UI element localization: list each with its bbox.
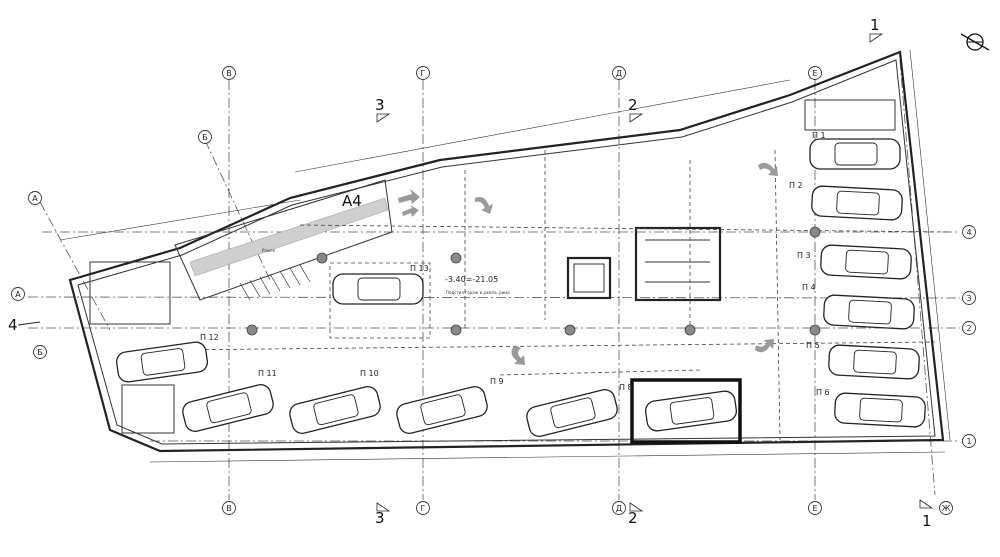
bubble-b-top: Б bbox=[198, 130, 212, 144]
svg-text:4: 4 bbox=[966, 228, 971, 237]
annotations: -3.40=-21.05 Подстил гараж и рампа, рима… bbox=[262, 192, 510, 295]
section-2-top: 2 bbox=[628, 96, 638, 114]
bubble-a-left: А bbox=[11, 287, 25, 301]
bubble-a-top: А bbox=[28, 191, 42, 205]
columns bbox=[246, 226, 821, 336]
elevation-mark: -3.40=-21.05 bbox=[445, 275, 498, 284]
label-p6: П 6 bbox=[816, 388, 830, 397]
car-p13 bbox=[332, 273, 424, 305]
zone-note: Рампа bbox=[262, 248, 275, 253]
car-p2 bbox=[811, 185, 903, 221]
bubble-e-top: Е bbox=[808, 66, 822, 80]
bubble-g-top: Г bbox=[416, 66, 430, 80]
label-p4: П 4 bbox=[802, 283, 816, 292]
label-p9: П 9 bbox=[490, 377, 504, 386]
ramp-steps bbox=[239, 264, 311, 301]
svg-text:Д: Д bbox=[616, 504, 622, 513]
car-p8 bbox=[644, 390, 738, 432]
bubble-1-right: 1 bbox=[962, 434, 976, 448]
bubble-g-bottom: Г bbox=[416, 501, 430, 515]
svg-text:А: А bbox=[32, 194, 38, 203]
north-arrow-icon bbox=[960, 33, 990, 51]
svg-text:2: 2 bbox=[966, 324, 971, 333]
bubble-d-top: Д bbox=[612, 66, 626, 80]
bubble-d-bottom: Д bbox=[612, 501, 626, 515]
car-p11 bbox=[182, 384, 274, 432]
label-p2: П 2 bbox=[789, 181, 803, 190]
svg-text:Е: Е bbox=[812, 69, 817, 78]
dimension-lines bbox=[59, 49, 951, 463]
label-p5: П 5 bbox=[806, 341, 820, 350]
traffic-arrows bbox=[398, 162, 778, 365]
structure-dashed bbox=[169, 149, 951, 441]
label-p11: П 11 bbox=[258, 369, 277, 378]
label-p3: П 3 bbox=[797, 251, 811, 260]
car-p12 bbox=[115, 341, 209, 383]
section-4-left: 4 bbox=[8, 316, 18, 334]
section-1-top: 1 bbox=[870, 16, 880, 34]
section-mark-a4: А4 bbox=[342, 192, 362, 210]
section-3-bottom: 3 bbox=[375, 509, 385, 527]
svg-text:В: В bbox=[226, 504, 232, 513]
bubble-zh-bottom: Ж bbox=[939, 501, 953, 515]
svg-text:Б: Б bbox=[37, 348, 43, 357]
car-p9 bbox=[526, 389, 618, 437]
label-p12: П 12 bbox=[200, 333, 219, 342]
label-p10: П 10 bbox=[360, 369, 379, 378]
car-p5 bbox=[828, 344, 920, 380]
svg-text:Г: Г bbox=[421, 504, 426, 513]
svg-text:В: В bbox=[226, 69, 232, 78]
parked-cars bbox=[115, 138, 926, 444]
bubble-2-right: 2 bbox=[962, 321, 976, 335]
bubble-v-top: В bbox=[222, 66, 236, 80]
svg-text:Д: Д bbox=[616, 69, 622, 78]
bubble-v-bottom: В bbox=[222, 501, 236, 515]
section-1-bottom: 1 bbox=[922, 512, 932, 530]
car-p3 bbox=[820, 244, 912, 280]
section-2-bottom: 2 bbox=[628, 509, 638, 527]
highlighted-space bbox=[630, 378, 742, 444]
car-p4 bbox=[823, 294, 915, 330]
svg-text:Ж: Ж bbox=[942, 504, 951, 513]
car-p10b bbox=[289, 386, 381, 434]
building-walls bbox=[68, 50, 945, 453]
section-3-top: 3 bbox=[375, 96, 385, 114]
label-p1: П 1 bbox=[812, 131, 826, 140]
ramp-note: Подстил гараж и рампа, рима bbox=[446, 290, 510, 295]
parking-space-labels: П 1 П 2 П 3 П 4 П 5 П 6 П 8 П 9 П 10 П 1… bbox=[200, 131, 830, 397]
car-p1 bbox=[809, 138, 901, 170]
svg-text:3: 3 bbox=[966, 294, 971, 303]
section-marks: 1 1 2 2 3 3 4 bbox=[8, 16, 934, 530]
svg-text:1: 1 bbox=[966, 437, 971, 446]
svg-text:Б: Б bbox=[202, 133, 208, 142]
label-p8: П 8 bbox=[619, 383, 633, 392]
bubble-e-bottom: Е bbox=[808, 501, 822, 515]
bubble-b-left: Б bbox=[33, 345, 47, 359]
label-p13: П 13 bbox=[410, 264, 429, 273]
svg-text:Е: Е bbox=[812, 504, 817, 513]
bubble-3-right: 3 bbox=[962, 291, 976, 305]
axis-bubbles: В Г Д Е В Г Д Е Ж Б А А Б 4 3 2 1 bbox=[11, 66, 976, 515]
svg-text:Г: Г bbox=[421, 69, 426, 78]
bubble-4-right: 4 bbox=[962, 225, 976, 239]
svg-text:А: А bbox=[15, 290, 21, 299]
car-p10 bbox=[396, 386, 488, 434]
car-p6 bbox=[834, 392, 926, 428]
